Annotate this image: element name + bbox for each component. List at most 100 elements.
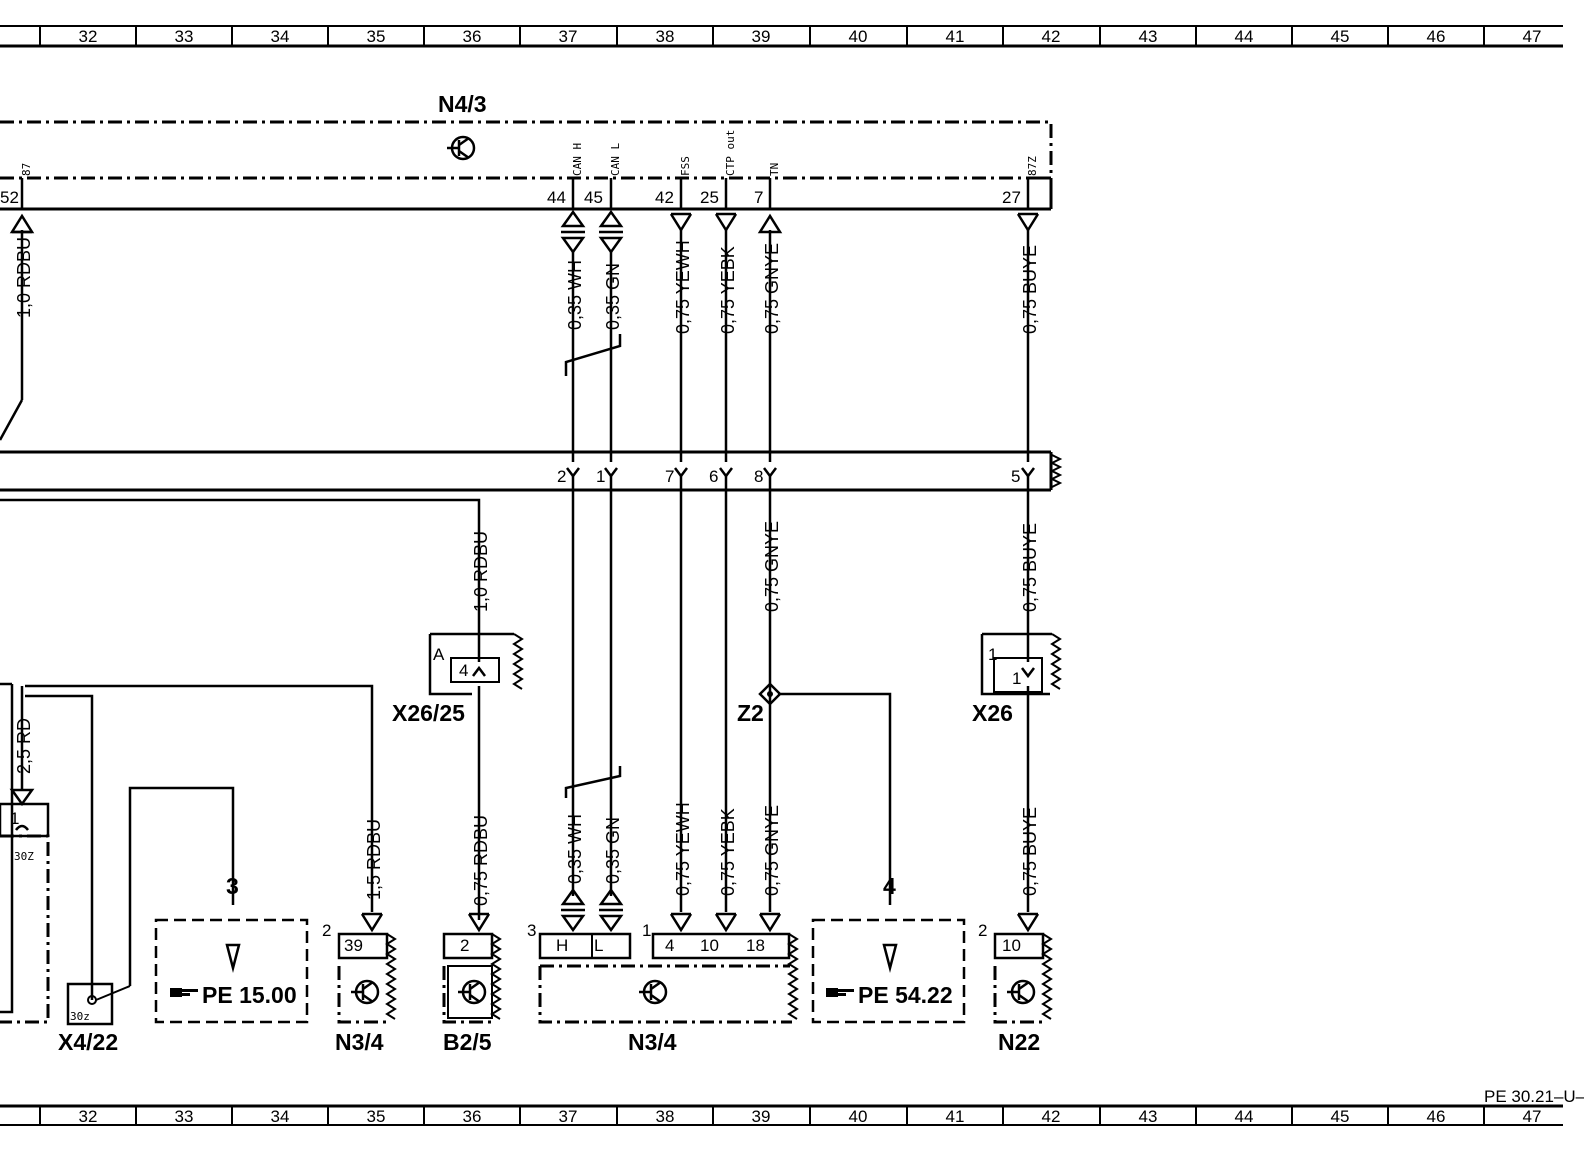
bottom-grid-ruler: 32 33 34 35 36 37 38 39 40 41 42 43 44 4… [0, 1087, 1584, 1126]
wire-label: 0,75 YEBK [718, 808, 738, 896]
n3-4b-label: N3/4 [628, 1029, 677, 1055]
grid-col-bottom: 46 [1427, 1107, 1446, 1126]
grid-col-bottom: 37 [559, 1107, 578, 1126]
grid-col-bottom: 32 [79, 1107, 98, 1126]
grid-col-top: 33 [175, 27, 194, 46]
n3-4b-conn1: 1 [642, 921, 651, 940]
pin-7: 7 [754, 188, 763, 207]
n3-4a-label: N3/4 [335, 1029, 384, 1055]
pin-27: 27 [1002, 188, 1021, 207]
grid-col-bottom: 43 [1139, 1107, 1158, 1126]
x4-22-box-label: 30z [70, 1010, 90, 1023]
ref-pe-54: PE 54.22 [858, 982, 953, 1008]
grid-col-bottom: 39 [752, 1107, 771, 1126]
x4-22-label: X4/22 [58, 1029, 118, 1055]
grid-col-top: 34 [271, 27, 290, 46]
signal-can-h: CAN H [571, 143, 584, 176]
grid-col-top: 46 [1427, 27, 1446, 46]
wire-label: 0,75 GNYE [762, 805, 782, 896]
upper-wires [0, 230, 1030, 462]
wire-label: 0,75 RDBU [471, 815, 491, 906]
grid-col-top: 45 [1331, 27, 1350, 46]
pin-52: 52 [0, 188, 19, 207]
b2-5-sensor: 2 B2/5 [442, 912, 502, 1055]
wire-label: 0,75 BUYE [1020, 807, 1040, 896]
transistor-icon [458, 979, 487, 1005]
left-fuse-block: 1 30Z [0, 788, 50, 1024]
bus-pin: 6 [709, 467, 718, 486]
grid-col-bottom: 33 [175, 1107, 194, 1126]
grid-col-bottom: 40 [849, 1107, 868, 1126]
x26-25-label: X26/25 [392, 700, 465, 726]
lower-wire-labels: 1,0 RDBU 0,75 GNYE 0,75 BUYE 2,5 RD 1,5 … [14, 521, 1040, 906]
fuse-pin: 1 [10, 809, 19, 828]
wire-label: 0,35 GN [603, 263, 623, 330]
transistor-icon [1007, 979, 1036, 1005]
x26-pin-1a: 1 [988, 645, 997, 664]
ref-arrow-4: 4 [883, 873, 896, 899]
x26-25-pin-4: 4 [459, 661, 468, 680]
wire-label: 0,35 GN [603, 817, 623, 884]
n3-4b-h: H [556, 936, 568, 955]
hand-pointer-icon [826, 988, 854, 997]
grid-col-top: 35 [367, 27, 386, 46]
wire-label: 2,5 RD [14, 718, 34, 774]
x26-label: X26 [972, 700, 1013, 726]
grid-col-top: 42 [1042, 27, 1061, 46]
wire-label: 1,0 RDBU [471, 531, 491, 612]
bus-pin: 8 [754, 467, 763, 486]
wire-label: 0,35 WH [565, 260, 585, 330]
grid-col-top: 47 [1523, 27, 1542, 46]
document-id: PE 30.21–U– [1484, 1087, 1584, 1106]
upper-wire-labels: 1,0 RDBU 0,35 WH 0,35 GN 0,75 YEWH 0,75 … [14, 237, 1040, 334]
n22-conn: 2 [978, 921, 987, 940]
signal-tn: TN [768, 163, 781, 176]
n3-4b-conn3: 3 [527, 921, 536, 940]
grid-col-bottom: 41 [946, 1107, 965, 1126]
n3-4b-l: L [594, 936, 603, 955]
n3-4b-pin-4: 4 [665, 936, 674, 955]
grid-col-top: 44 [1235, 27, 1254, 46]
wire-label: 0,35 WH [565, 814, 585, 884]
n22-module: 2 10 N22 [978, 912, 1053, 1055]
hand-pointer-icon [170, 988, 198, 997]
bus-pin: 1 [596, 467, 605, 486]
z2-label: Z2 [737, 700, 764, 726]
n3-4-module-a: 2 39 N3/4 [322, 912, 397, 1055]
reference-pe-54: 4 PE 54.22 [811, 873, 966, 1024]
pin-44: 44 [547, 188, 566, 207]
grid-col-top: 40 [849, 27, 868, 46]
grid-col-bottom: 45 [1331, 1107, 1350, 1126]
x26-pin-1b: 1 [1012, 669, 1021, 688]
reference-pe-15: 3 PE 15.00 [154, 873, 309, 1024]
signal-87: 87 [20, 163, 33, 176]
wire-label: 0,75 YEBK [718, 246, 738, 334]
grid-col-top: 32 [79, 27, 98, 46]
ref-pe-15: PE 15.00 [202, 982, 297, 1008]
x26-25-connector: A 4 X26/25 [392, 632, 524, 726]
n3-4a-conn: 2 [322, 921, 331, 940]
bus-pin: 5 [1011, 467, 1020, 486]
bus-pin: 2 [557, 467, 566, 486]
transistor-icon [639, 979, 668, 1005]
wire-label: 1,0 RDBU [14, 237, 34, 318]
n22-label: N22 [998, 1029, 1040, 1055]
grid-col-bottom: 44 [1235, 1107, 1254, 1126]
wire-label: 0,75 GNYE [762, 521, 782, 612]
ref-arrow-3: 3 [226, 873, 239, 899]
grid-col-top: 37 [559, 27, 578, 46]
wire-label: 0,75 BUYE [1020, 245, 1040, 334]
connector-bus: 2 1 7 6 8 5 [0, 450, 1063, 492]
fuse-30z: 30Z [14, 850, 34, 863]
signal-can-l: CAN L [609, 143, 622, 176]
grid-col-top: 41 [946, 27, 965, 46]
grid-col-bottom: 38 [656, 1107, 675, 1126]
n3-4b-pin-18: 18 [746, 936, 765, 955]
n4-3-label: N4/3 [438, 91, 487, 117]
wire-label: 0,75 GNYE [762, 243, 782, 334]
pin-45: 45 [584, 188, 603, 207]
wire-label: 0,75 YEWH [673, 802, 693, 896]
signal-ctp-out: CTP out [724, 130, 737, 176]
grid-col-bottom: 34 [271, 1107, 290, 1126]
